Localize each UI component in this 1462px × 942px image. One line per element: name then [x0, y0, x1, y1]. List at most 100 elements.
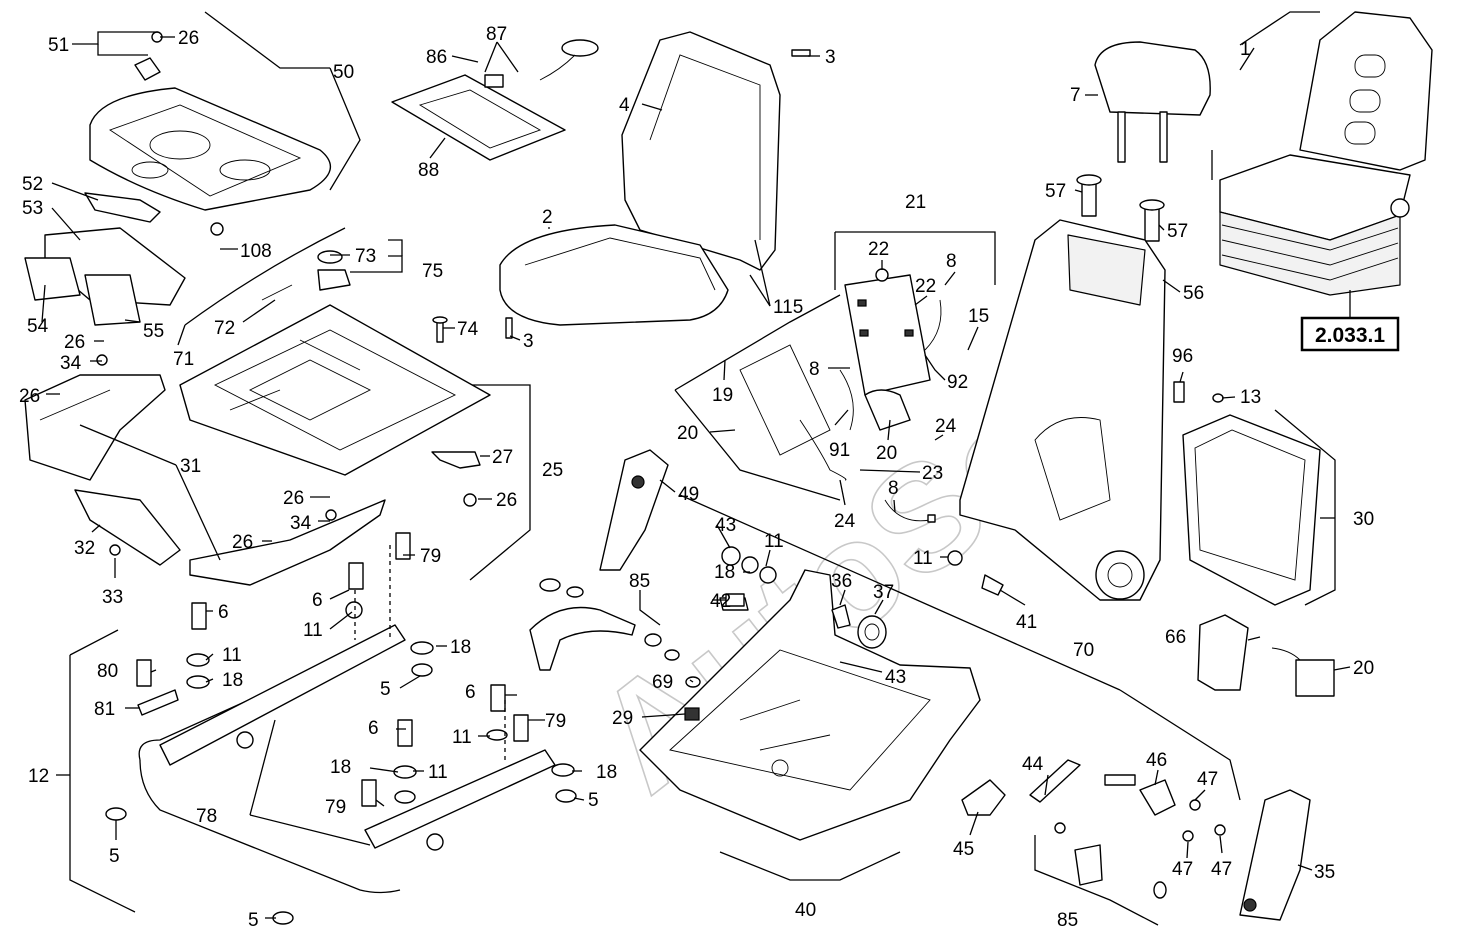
callout-49: 49: [678, 484, 699, 505]
callout-96: 96: [1172, 346, 1193, 367]
part-66-20-control-unit: [1197, 614, 1335, 697]
part-31-side-frame: [24, 374, 166, 481]
callout-79: 79: [545, 711, 566, 732]
callout-56: 56: [1183, 283, 1204, 304]
callout-18: 18: [596, 762, 617, 783]
callout-18: 18: [714, 562, 735, 583]
callout-41: 41: [1016, 612, 1037, 633]
part-8-cable: [884, 499, 936, 523]
callout-33: 33: [102, 587, 123, 608]
part-49-side-cover: [599, 449, 669, 571]
group-brackets: [69, 11, 1336, 926]
callout-32: 32: [74, 538, 95, 559]
callout-5: 5: [248, 910, 259, 931]
callout-labels: 51 26 50 52 53 54 55 108 73 75 72 71 74 …: [19, 24, 1374, 931]
part-51-clip: [134, 31, 163, 81]
callout-35: 35: [1314, 862, 1335, 883]
callout-19: 19: [712, 385, 733, 406]
callout-75: 75: [422, 261, 443, 282]
callout-3: 3: [825, 47, 836, 68]
callout-34: 34: [60, 353, 82, 374]
callout-26: 26: [178, 28, 199, 49]
callout-20: 20: [1353, 658, 1374, 679]
leader-lines: [41, 31, 1351, 919]
callout-15: 15: [968, 306, 989, 327]
callout-11: 11: [764, 531, 784, 552]
reference-label: 2.033.1: [1315, 324, 1385, 347]
part-50-seat-pan-frame: [89, 87, 332, 211]
callout-92: 92: [947, 372, 968, 393]
part-20-motor-harness: [799, 369, 911, 481]
callout-46: 46: [1146, 750, 1167, 771]
callout-51: 51: [48, 35, 69, 56]
callout-69: 69: [652, 672, 673, 693]
part-25-base-plate: [179, 304, 491, 476]
part-52-bracket: [84, 192, 161, 223]
callout-25: 25: [542, 460, 563, 481]
callout-22: 22: [868, 239, 889, 260]
callout-20: 20: [876, 443, 897, 464]
part-57-guides: [1076, 174, 1165, 242]
callout-5: 5: [109, 846, 120, 867]
part-7-headrest: [1094, 41, 1211, 163]
callout-88: 88: [418, 160, 439, 181]
callout-78: 78: [196, 806, 217, 827]
callout-86: 86: [426, 47, 447, 68]
part-41-bolt-11-washer: [947, 550, 1004, 596]
part-19-panel: [739, 344, 831, 456]
callout-50: 50: [333, 62, 354, 83]
part-72-spring-71-wire: [184, 227, 346, 326]
callout-79: 79: [420, 546, 441, 567]
callout-71: 71: [173, 349, 194, 370]
part-35-side-trim: [1239, 789, 1311, 921]
callout-24: 24: [935, 416, 957, 437]
callout-11: 11: [913, 548, 933, 569]
callout-11: 11: [452, 727, 472, 748]
part-87-switch: [484, 39, 599, 88]
part-2-seat-cushion: [499, 224, 729, 326]
part-4-backrest-cushion: [621, 31, 781, 271]
callout-47: 47: [1197, 769, 1218, 790]
callout-18: 18: [450, 637, 471, 658]
callout-2: 2: [542, 207, 553, 228]
callout-40: 40: [795, 900, 816, 921]
callout-1: 1: [1240, 39, 1251, 60]
callout-73: 73: [355, 246, 376, 267]
callout-47: 47: [1172, 859, 1193, 880]
callout-5: 5: [380, 679, 391, 700]
part-74-bolt: [432, 316, 448, 343]
part-44-45-lever: [961, 759, 1081, 816]
callout-80: 80: [97, 661, 118, 682]
callout-11: 11: [303, 620, 323, 641]
callout-11: 11: [428, 762, 448, 783]
callout-24: 24: [834, 511, 856, 532]
part-31b-lower-rail: [189, 499, 386, 586]
callout-27: 27: [492, 447, 513, 468]
callout-34: 34: [290, 513, 312, 534]
callout-20: 20: [677, 423, 698, 444]
part-30-back-cover: [1182, 414, 1321, 606]
callout-30: 30: [1353, 509, 1374, 530]
callout-57: 57: [1045, 181, 1066, 202]
part-54-55-side-pads: [24, 257, 141, 326]
callout-87: 87: [486, 24, 507, 45]
callout-55: 55: [143, 321, 164, 342]
callout-44: 44: [1022, 754, 1044, 775]
callout-85: 85: [629, 571, 650, 592]
callout-29: 29: [612, 708, 633, 729]
callout-23: 23: [922, 463, 943, 484]
callout-6: 6: [465, 682, 476, 703]
callout-6: 6: [218, 602, 229, 623]
part-12-rail-frame: [138, 624, 556, 894]
callout-26: 26: [64, 332, 85, 353]
callout-26: 26: [232, 532, 253, 553]
callout-18: 18: [330, 757, 351, 778]
callout-66: 66: [1165, 627, 1186, 648]
callout-3: 3: [523, 331, 534, 352]
callout-54: 54: [27, 316, 49, 337]
callout-57: 57: [1167, 221, 1188, 242]
part-36-clip: [831, 604, 851, 629]
callout-26: 26: [283, 488, 304, 509]
callout-5: 5: [588, 790, 599, 811]
